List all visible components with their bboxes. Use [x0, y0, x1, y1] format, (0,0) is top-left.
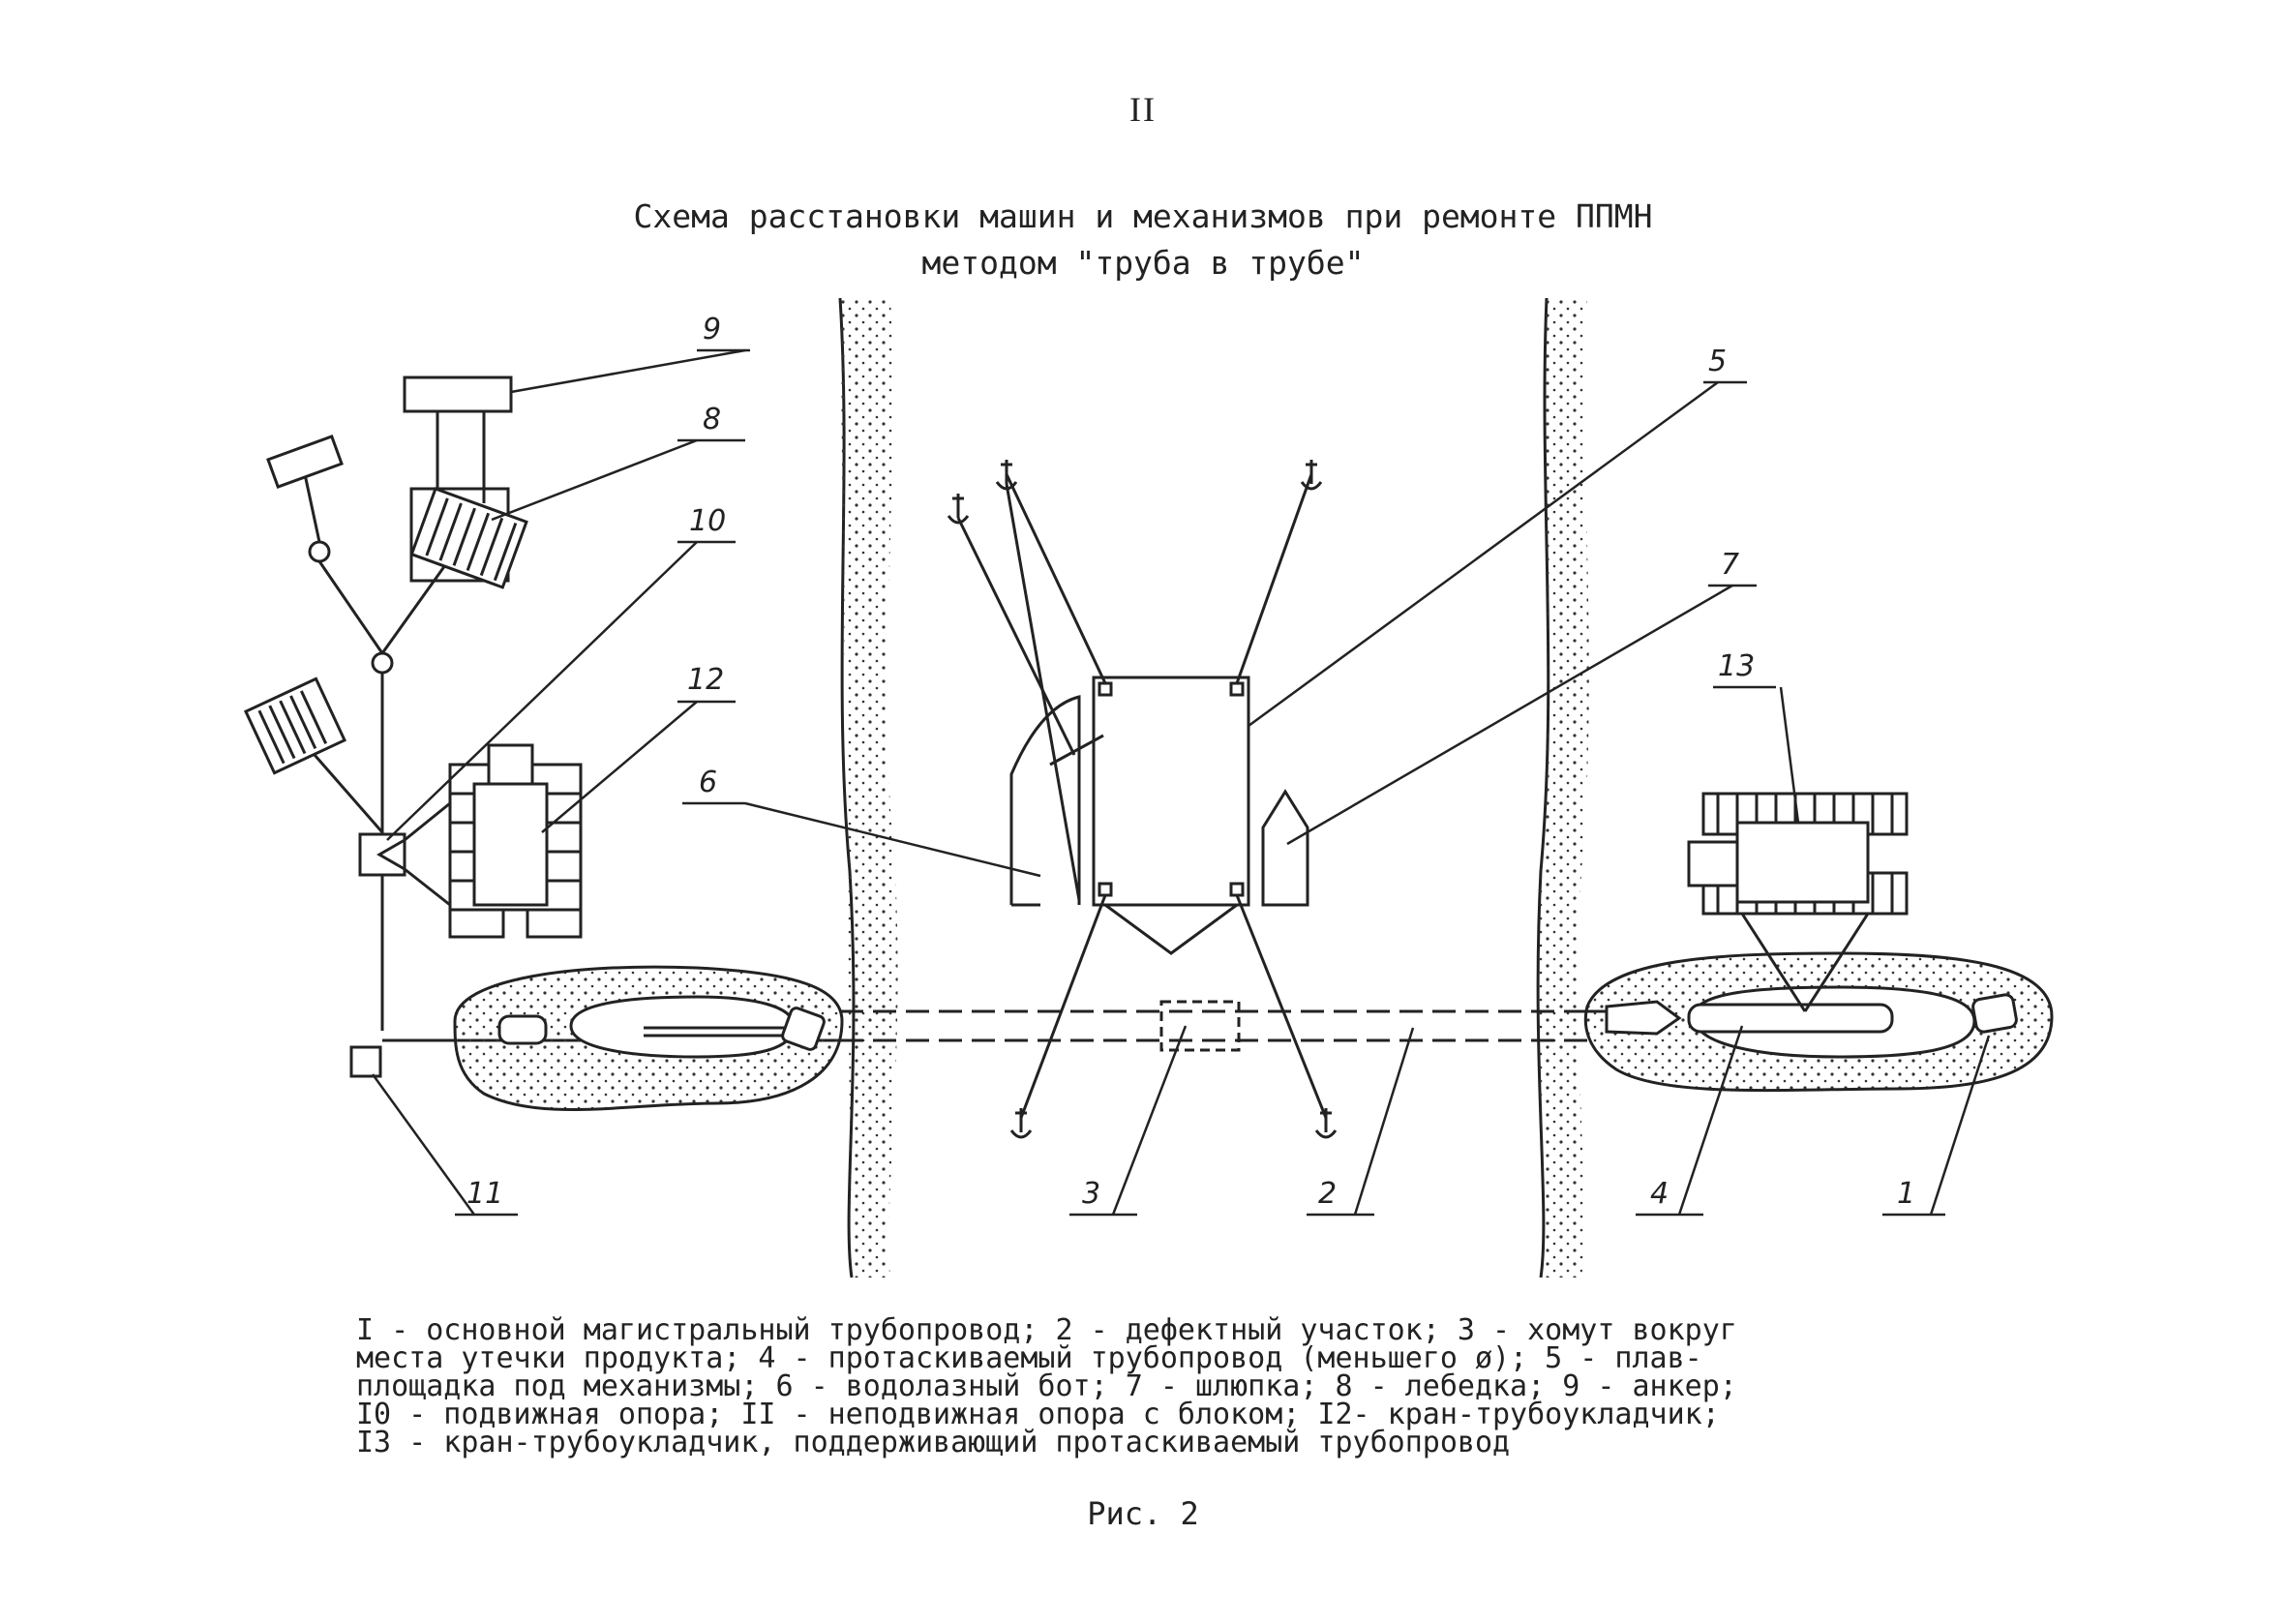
label-underlines	[455, 348, 1945, 1217]
small-boat	[1261, 789, 1309, 907]
label-11: 11	[466, 1177, 503, 1211]
label-13: 13	[1718, 649, 1755, 683]
pontoon	[1092, 676, 1250, 955]
diagram-title: Схема расстановки машин и механизмов при…	[0, 194, 2286, 286]
legend-line-4: I0 - подвижная опора; II - неподвижная о…	[356, 1398, 1720, 1431]
left-trench	[453, 965, 844, 1112]
legend: I - основной магистральный трубопровод; …	[356, 1313, 1943, 1459]
legend-line-3: площадка под механизмы; 6 - водолазный б…	[356, 1369, 1737, 1403]
label-7: 7	[1721, 548, 1739, 582]
crane-pipelayer-13	[1687, 792, 1909, 1012]
label-12: 12	[687, 663, 724, 697]
figure-caption: Рис. 2	[1087, 1495, 1199, 1532]
label-2: 2	[1318, 1177, 1337, 1211]
clamp	[1159, 1000, 1241, 1052]
label-6: 6	[699, 766, 717, 799]
legend-line-2: места утечки продукта; 4 - протаскиваемы…	[356, 1341, 1702, 1375]
label-5: 5	[1708, 345, 1727, 378]
legend-line-1: I - основной магистральный трубопровод; …	[356, 1313, 1737, 1347]
legend-line-5: I3 - кран-трубоукладчик, поддерживающий …	[356, 1426, 1511, 1459]
title-line-2: методом "труба в трубе"	[921, 244, 1365, 282]
right-trench	[1583, 951, 2054, 1093]
label-10: 10	[689, 504, 726, 538]
crane-pipelayer-12	[448, 743, 583, 939]
anchor-icon	[947, 460, 1338, 1139]
title-line-1: Схема расстановки машин и механизмов при…	[633, 197, 1653, 235]
label-3: 3	[1082, 1177, 1100, 1211]
label-8: 8	[703, 403, 721, 436]
page-number: II	[1129, 90, 1157, 129]
label-4: 4	[1650, 1177, 1669, 1211]
label-1: 1	[1897, 1177, 1915, 1211]
left-shore-equipment	[243, 376, 528, 1078]
diving-boat	[1009, 695, 1081, 905]
label-9: 9	[703, 313, 721, 346]
left-river-bank	[838, 297, 898, 1278]
leader-lines	[371, 348, 1991, 1216]
right-river-bank	[1536, 297, 1589, 1278]
